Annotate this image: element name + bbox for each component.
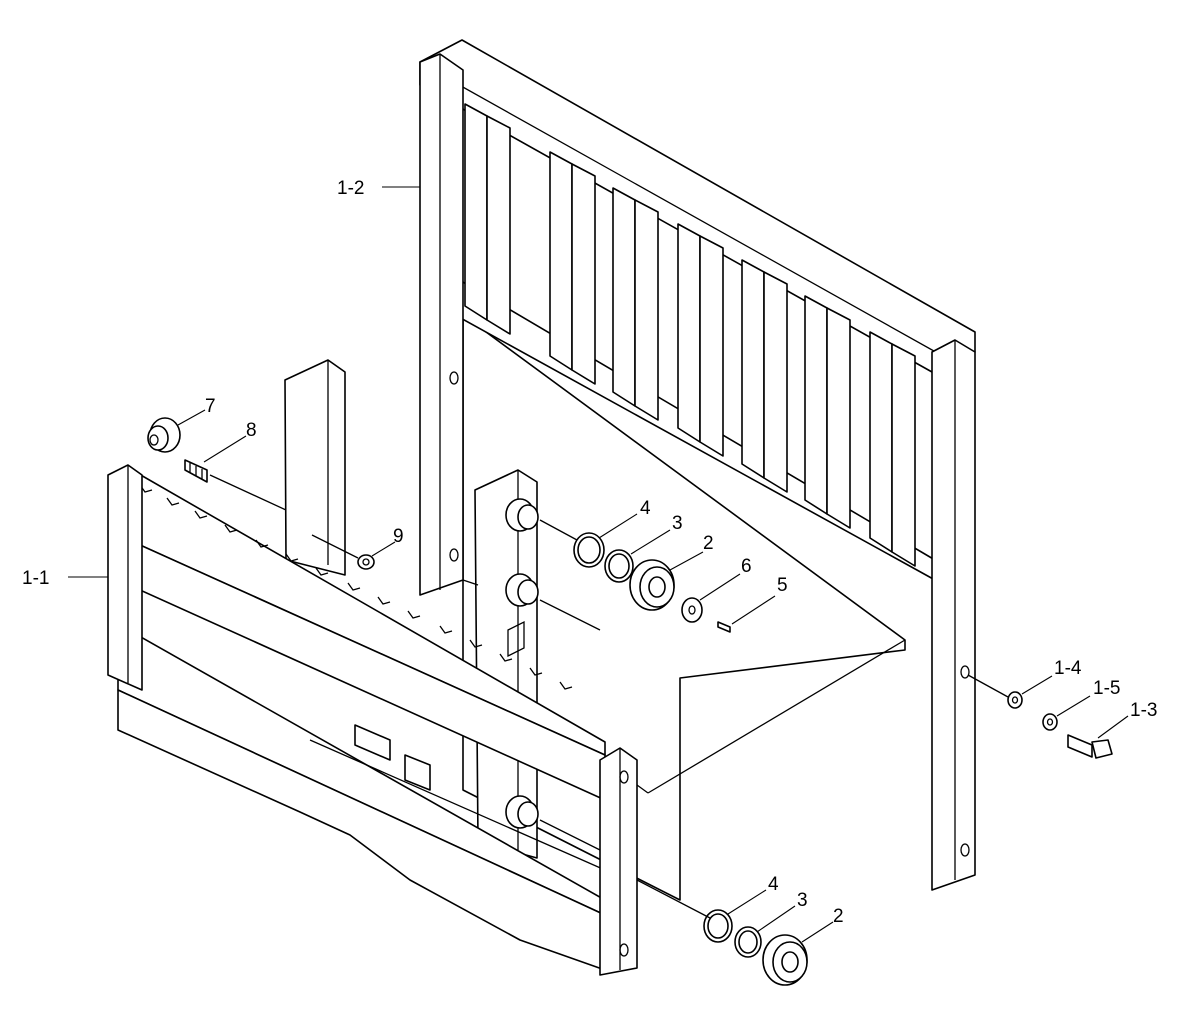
callout-2-lower: 2	[833, 906, 844, 927]
callout-3-lower: 3	[797, 890, 808, 911]
callout-1-4: 1-4	[1054, 658, 1082, 679]
callout-2-upper: 2	[703, 533, 714, 554]
callout-1-5: 1-5	[1093, 678, 1120, 699]
assembly-lines	[209, 474, 1009, 919]
callout-5: 5	[777, 575, 788, 596]
bolt-assembly	[1007, 691, 1113, 759]
callout-1-1: 1-1	[22, 568, 49, 589]
callout-9: 9	[393, 526, 404, 547]
lower-roller-assembly	[703, 909, 808, 986]
callout-8: 8	[246, 420, 257, 441]
callout-labels: 1-2 1-1 1-3 1-4 1-5 2 2 3 3 4 4 5 6 7 8 …	[22, 178, 1157, 943]
side-roller-assembly	[147, 417, 375, 570]
upper-roller-assembly	[573, 532, 731, 633]
backrest-slats	[464, 103, 916, 567]
fork-notches	[139, 484, 573, 690]
callout-4-lower: 4	[768, 874, 779, 895]
callout-7: 7	[205, 396, 216, 417]
fork-carriage	[107, 359, 638, 976]
callout-1-3: 1-3	[1130, 700, 1157, 721]
callout-3-upper: 3	[672, 513, 683, 534]
callout-6: 6	[741, 556, 752, 577]
callout-4-upper: 4	[640, 498, 651, 519]
callout-1-2: 1-2	[337, 178, 364, 199]
